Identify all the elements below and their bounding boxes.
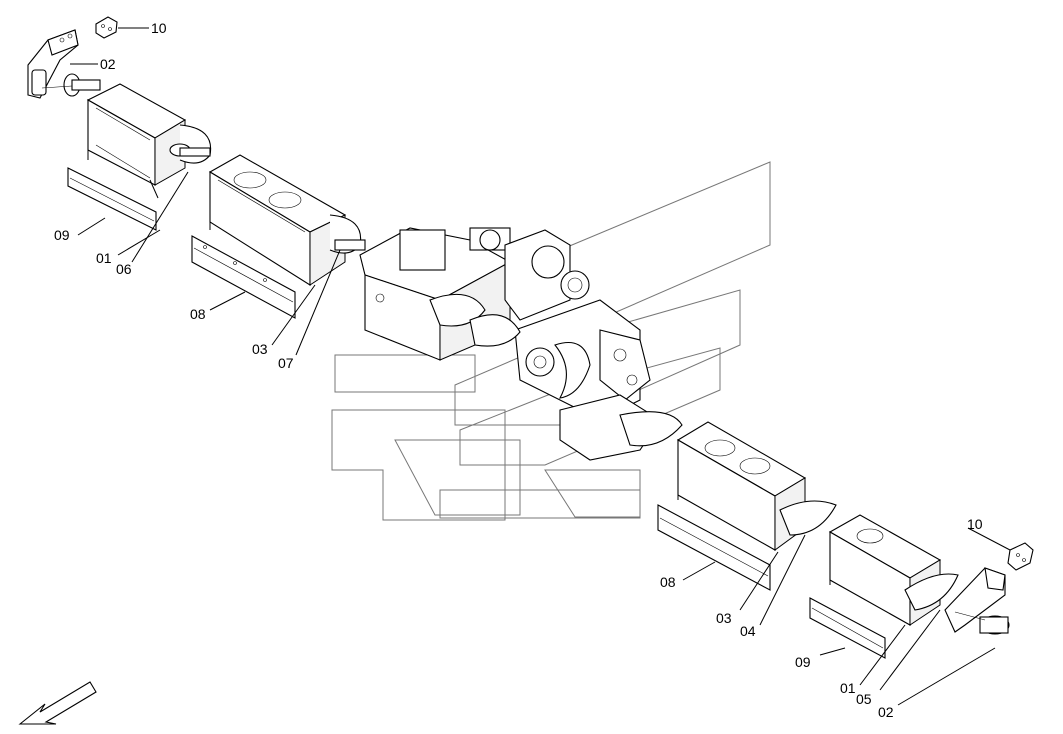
callout-02-right: 02 — [878, 704, 894, 720]
scraper-plate-1 — [67, 167, 157, 231]
callout-01-left: 01 — [96, 250, 112, 266]
scraper-plate-2 — [191, 235, 296, 319]
auger-housing-3 — [676, 421, 837, 551]
callout-10-right: 10 — [967, 516, 983, 532]
auger-housing-2 — [208, 154, 366, 286]
callout-09-left: 09 — [54, 227, 70, 243]
left-mount-bracket — [27, 29, 101, 99]
callout-03-upper: 03 — [252, 341, 268, 357]
callout-09-right: 09 — [795, 654, 811, 670]
callout-10-left: 10 — [151, 20, 167, 36]
callout-07: 07 — [278, 355, 294, 371]
left-plate — [95, 16, 118, 39]
callout-02-left: 02 — [100, 56, 116, 72]
callout-08-lower: 08 — [660, 574, 676, 590]
callout-06: 06 — [116, 261, 132, 277]
auger-housing-1 — [86, 83, 212, 199]
callout-05: 05 — [856, 691, 872, 707]
scraper-plate-3 — [657, 504, 771, 591]
scraper-plate-4 — [809, 597, 886, 659]
direction-arrow-icon — [18, 681, 97, 725]
leader-lines — [70, 27, 1011, 706]
central-gearbox — [359, 227, 683, 461]
callout-01-right: 01 — [840, 680, 856, 696]
right-mount-bracket — [944, 567, 1010, 635]
right-plate — [1007, 542, 1034, 571]
callout-08-upper: 08 — [190, 306, 206, 322]
callout-03-lower: 03 — [716, 610, 732, 626]
callout-04: 04 — [740, 623, 756, 639]
auger-housing-4 — [828, 514, 959, 626]
